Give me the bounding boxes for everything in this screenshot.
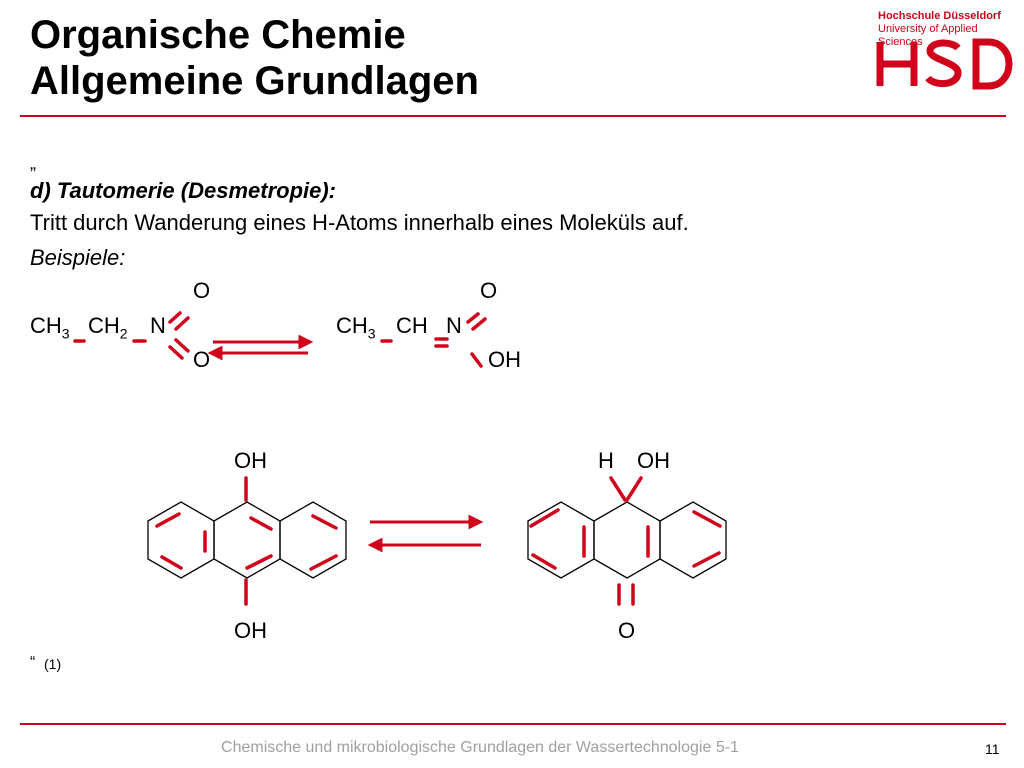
r1-right-hydroxyl: OH [488, 347, 521, 372]
bond-n-o-double-2 [174, 316, 190, 331]
close-quote: “ [30, 654, 36, 671]
r1-right-ch: CH [396, 313, 428, 338]
description-text: Tritt durch Wanderung eines H-Atoms inne… [30, 210, 689, 235]
bond-n-o-single-1 [168, 345, 184, 360]
r1-right-ch3: CH3 [336, 313, 376, 342]
r1-right-nitrogen: N [446, 313, 462, 338]
r2-right-top-oh: OH [637, 448, 670, 473]
r2-right-top-h: H [598, 448, 614, 473]
section-heading: d) Tautomerie (Desmetropie): [30, 178, 337, 203]
bond-n-oh [470, 352, 483, 368]
hsd-logo [876, 38, 1013, 90]
r1-left-ch2: CH2 [88, 313, 128, 342]
open-quote: „ [30, 153, 36, 173]
header-rule [20, 115, 1006, 117]
r1-left-nitrogen: N [150, 313, 166, 338]
r2-left-top-oh: OH [234, 448, 267, 473]
r1-left-bottom-oxygen: O [193, 347, 211, 372]
page-title: Organische Chemie Allgemeine Grundlagen [30, 12, 479, 104]
anthrone-molecule [527, 476, 727, 606]
reaction1-equilibrium-arrows [207, 334, 314, 361]
r1-left-top-oxygen: O [193, 278, 211, 303]
bond-n-o-1 [466, 312, 480, 324]
reaction2-equilibrium-arrows [367, 514, 484, 553]
logo-university-name: Hochschule Düsseldorf [878, 10, 1001, 22]
bond-n-o-single-2 [174, 338, 190, 353]
bond-n-o-double-1 [168, 311, 182, 324]
r1-right-top-oxygen: O [480, 278, 498, 303]
reaction1-bonds [73, 311, 487, 368]
bond-n-o-2 [471, 317, 487, 331]
footer-text: Chemische und mikrobiologische Grundlage… [221, 739, 739, 756]
title-line-2: Allgemeine Grundlagen [30, 59, 479, 103]
anthracenediol-molecule [147, 476, 347, 606]
examples-label: Beispiele: [30, 245, 126, 270]
footer-rule [20, 723, 1006, 725]
r2-left-bottom-oh: OH [234, 618, 267, 643]
page-number: 11 [985, 741, 1000, 757]
r2-right-bottom-o: O [618, 618, 636, 643]
reference-number: (1) [44, 656, 62, 672]
title-line-1: Organische Chemie [30, 13, 406, 57]
r1-left-ch3: CH3 [30, 313, 70, 342]
